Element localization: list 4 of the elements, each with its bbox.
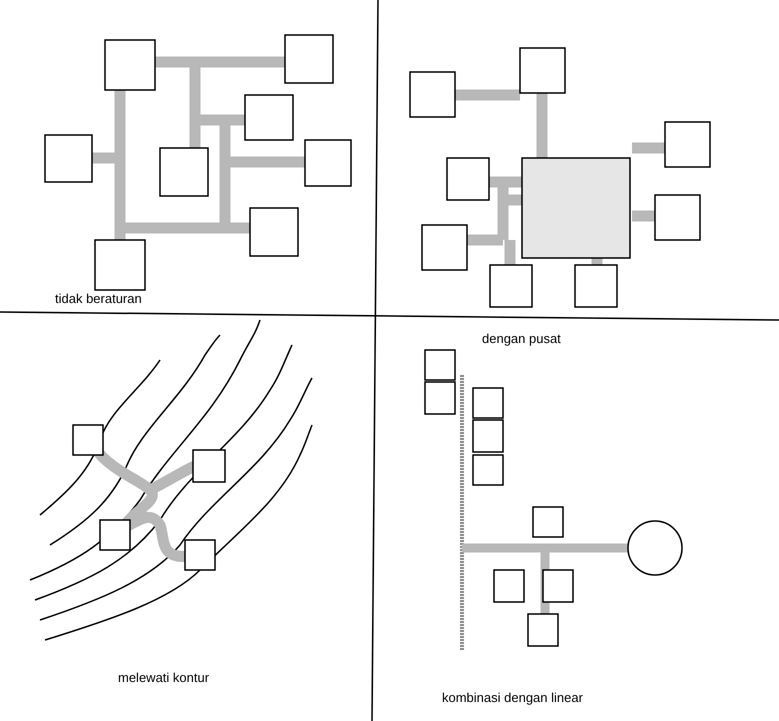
- caption: kombinasi dengan linear: [442, 690, 583, 706]
- caption: tidak beraturan: [55, 291, 142, 307]
- caption: dengan pusat: [482, 331, 561, 347]
- caption: melewati kontur: [118, 670, 210, 686]
